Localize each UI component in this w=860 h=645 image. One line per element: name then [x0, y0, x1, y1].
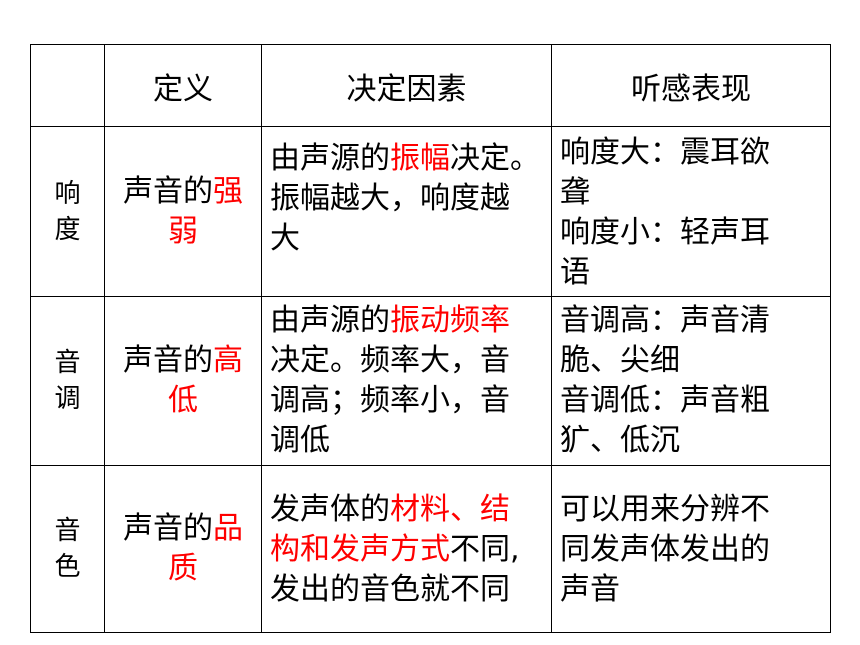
factor-cell-timbre: 发声体的材料、结 构和发声方式不同, 发出的音色就不同 [261, 465, 552, 633]
definition-keyword: 品 [213, 511, 243, 546]
property-label-line: 调 [54, 384, 81, 414]
perception-cell-pitch: 音调高：声音清 脆、尖细 音调低：声音粗 犷、低沉 [551, 296, 831, 466]
definition-cell-loudness: 声音的强弱 [104, 126, 262, 297]
perception-cell-timbre: 可以用来分辨不 同发声体发出的 声音 [551, 465, 831, 633]
property-label-line: 音 [54, 516, 81, 546]
perception-line: 语 [560, 255, 590, 290]
perception-line: 音调低：声音粗 [560, 383, 770, 418]
perception-line: 脆、尖细 [560, 343, 680, 378]
definition-cell-timbre: 声音的品质 [104, 465, 262, 633]
definition-keyword: 高 [213, 343, 243, 378]
factor-keyword: 振动频率 [390, 303, 510, 338]
table-row-pitch: 音 调 声音的高低 由声源的振动频率 决定。频率大，音 调高；频率小，音 调低 … [30, 296, 831, 466]
property-label-line: 音 [54, 348, 81, 378]
factor-text: 决定。 [450, 141, 540, 176]
definition-prefix: 声音的 [123, 343, 213, 378]
perception-line: 音调高：声音清 [560, 303, 770, 338]
factor-text: 发声体的 [270, 492, 390, 527]
factor-cell-pitch: 由声源的振动频率 决定。频率大，音 调高；频率小，音 调低 [261, 296, 552, 466]
header-definition: 定义 [104, 44, 262, 127]
table-row-loudness: 响 度 声音的强弱 由声源的振幅决定。 振幅越大，响度越 大 响度大：震耳欲 聋… [30, 126, 831, 297]
perception-cell-loudness: 响度大：震耳欲 聋 响度小：轻声耳 语 [551, 126, 831, 297]
factor-line: 发出的音色就不同 [270, 572, 510, 607]
factor-line: 由声源的振动频率 [270, 301, 551, 341]
perception-line: 响度大：震耳欲 [560, 135, 770, 170]
definition-prefix: 声音的 [123, 173, 213, 209]
perception-line: 响度小：轻声耳 [560, 215, 770, 250]
factor-line: 大 [270, 221, 300, 256]
header-determining-factor: 决定因素 [261, 44, 552, 127]
definition-keyword: 弱 [168, 213, 198, 249]
sound-properties-table: 定义 决定因素 听感表现 响 度 声音的强弱 由声源的振幅决定。 振幅越大，响度… [30, 44, 831, 633]
perception-line: 聋 [560, 175, 590, 210]
factor-line: 决定。频率大，音 [270, 343, 510, 378]
factor-line: 由声源的振幅决定。 [270, 139, 551, 179]
property-label-line: 度 [54, 214, 81, 245]
header-empty-cell [30, 44, 105, 127]
perception-line: 犷、低沉 [560, 423, 680, 458]
property-cell-pitch: 音 调 [30, 296, 105, 466]
factor-line: 振幅越大，响度越 [270, 181, 510, 216]
perception-line: 声音 [560, 572, 620, 607]
factor-keyword: 振幅 [390, 141, 450, 176]
factor-text: 不同, [450, 532, 520, 567]
factor-keyword: 材料、结 [390, 492, 510, 527]
definition-keyword: 低 [168, 383, 198, 418]
property-cell-timbre: 音 色 [30, 465, 105, 633]
table-header-row: 定义 决定因素 听感表现 [30, 44, 831, 127]
factor-keyword: 构和发声方式 [270, 532, 450, 567]
factor-text: 由声源的 [270, 141, 390, 176]
factor-line: 发声体的材料、结 [270, 490, 551, 530]
table-row-timbre: 音 色 声音的品质 发声体的材料、结 构和发声方式不同, 发出的音色就不同 可以… [30, 465, 831, 633]
definition-prefix: 声音的 [123, 511, 213, 546]
factor-text: 由声源的 [270, 303, 390, 338]
property-label-line: 色 [54, 552, 81, 582]
factor-line: 构和发声方式不同, [270, 530, 551, 570]
perception-line: 同发声体发出的 [560, 532, 770, 567]
perception-line: 可以用来分辨不 [560, 492, 770, 527]
factor-line: 调低 [270, 423, 330, 458]
header-auditory-perception: 听感表现 [551, 44, 831, 127]
property-cell-loudness: 响 度 [30, 126, 105, 297]
factor-line: 调高；频率小，音 [270, 383, 510, 418]
definition-cell-pitch: 声音的高低 [104, 296, 262, 466]
factor-cell-loudness: 由声源的振幅决定。 振幅越大，响度越 大 [261, 126, 552, 297]
definition-keyword: 强 [213, 173, 243, 209]
definition-keyword: 质 [168, 551, 198, 586]
property-label-line: 响 [54, 178, 81, 209]
